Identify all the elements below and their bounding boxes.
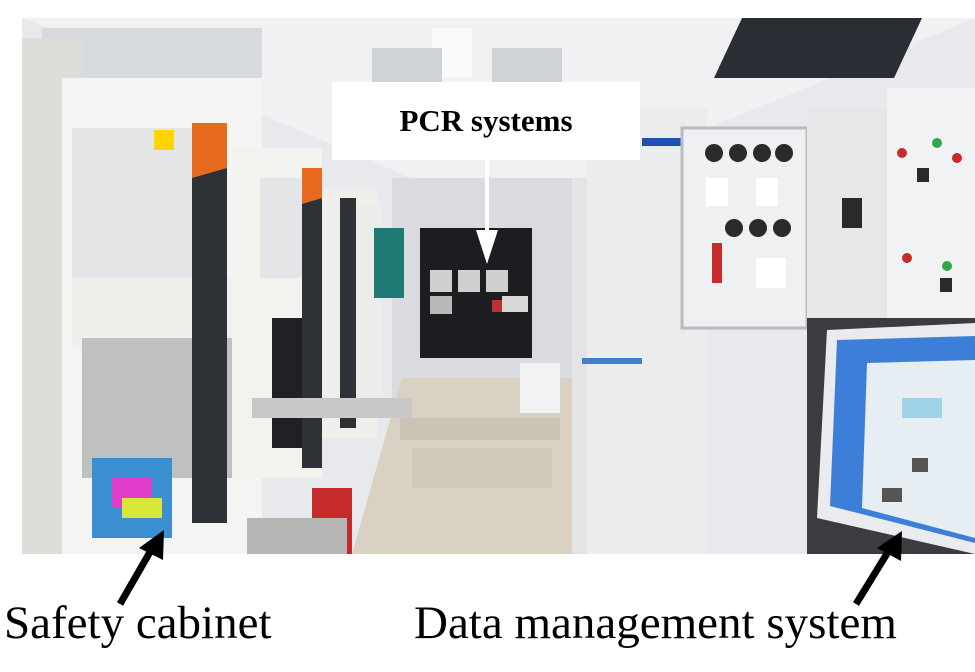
pcr-systems-callout: PCR systems <box>332 82 640 160</box>
pcr-systems-label: PCR systems <box>399 103 573 138</box>
data-management-caption: Data management system <box>414 597 897 649</box>
safety-cabinet-caption: Safety cabinet <box>4 597 272 649</box>
